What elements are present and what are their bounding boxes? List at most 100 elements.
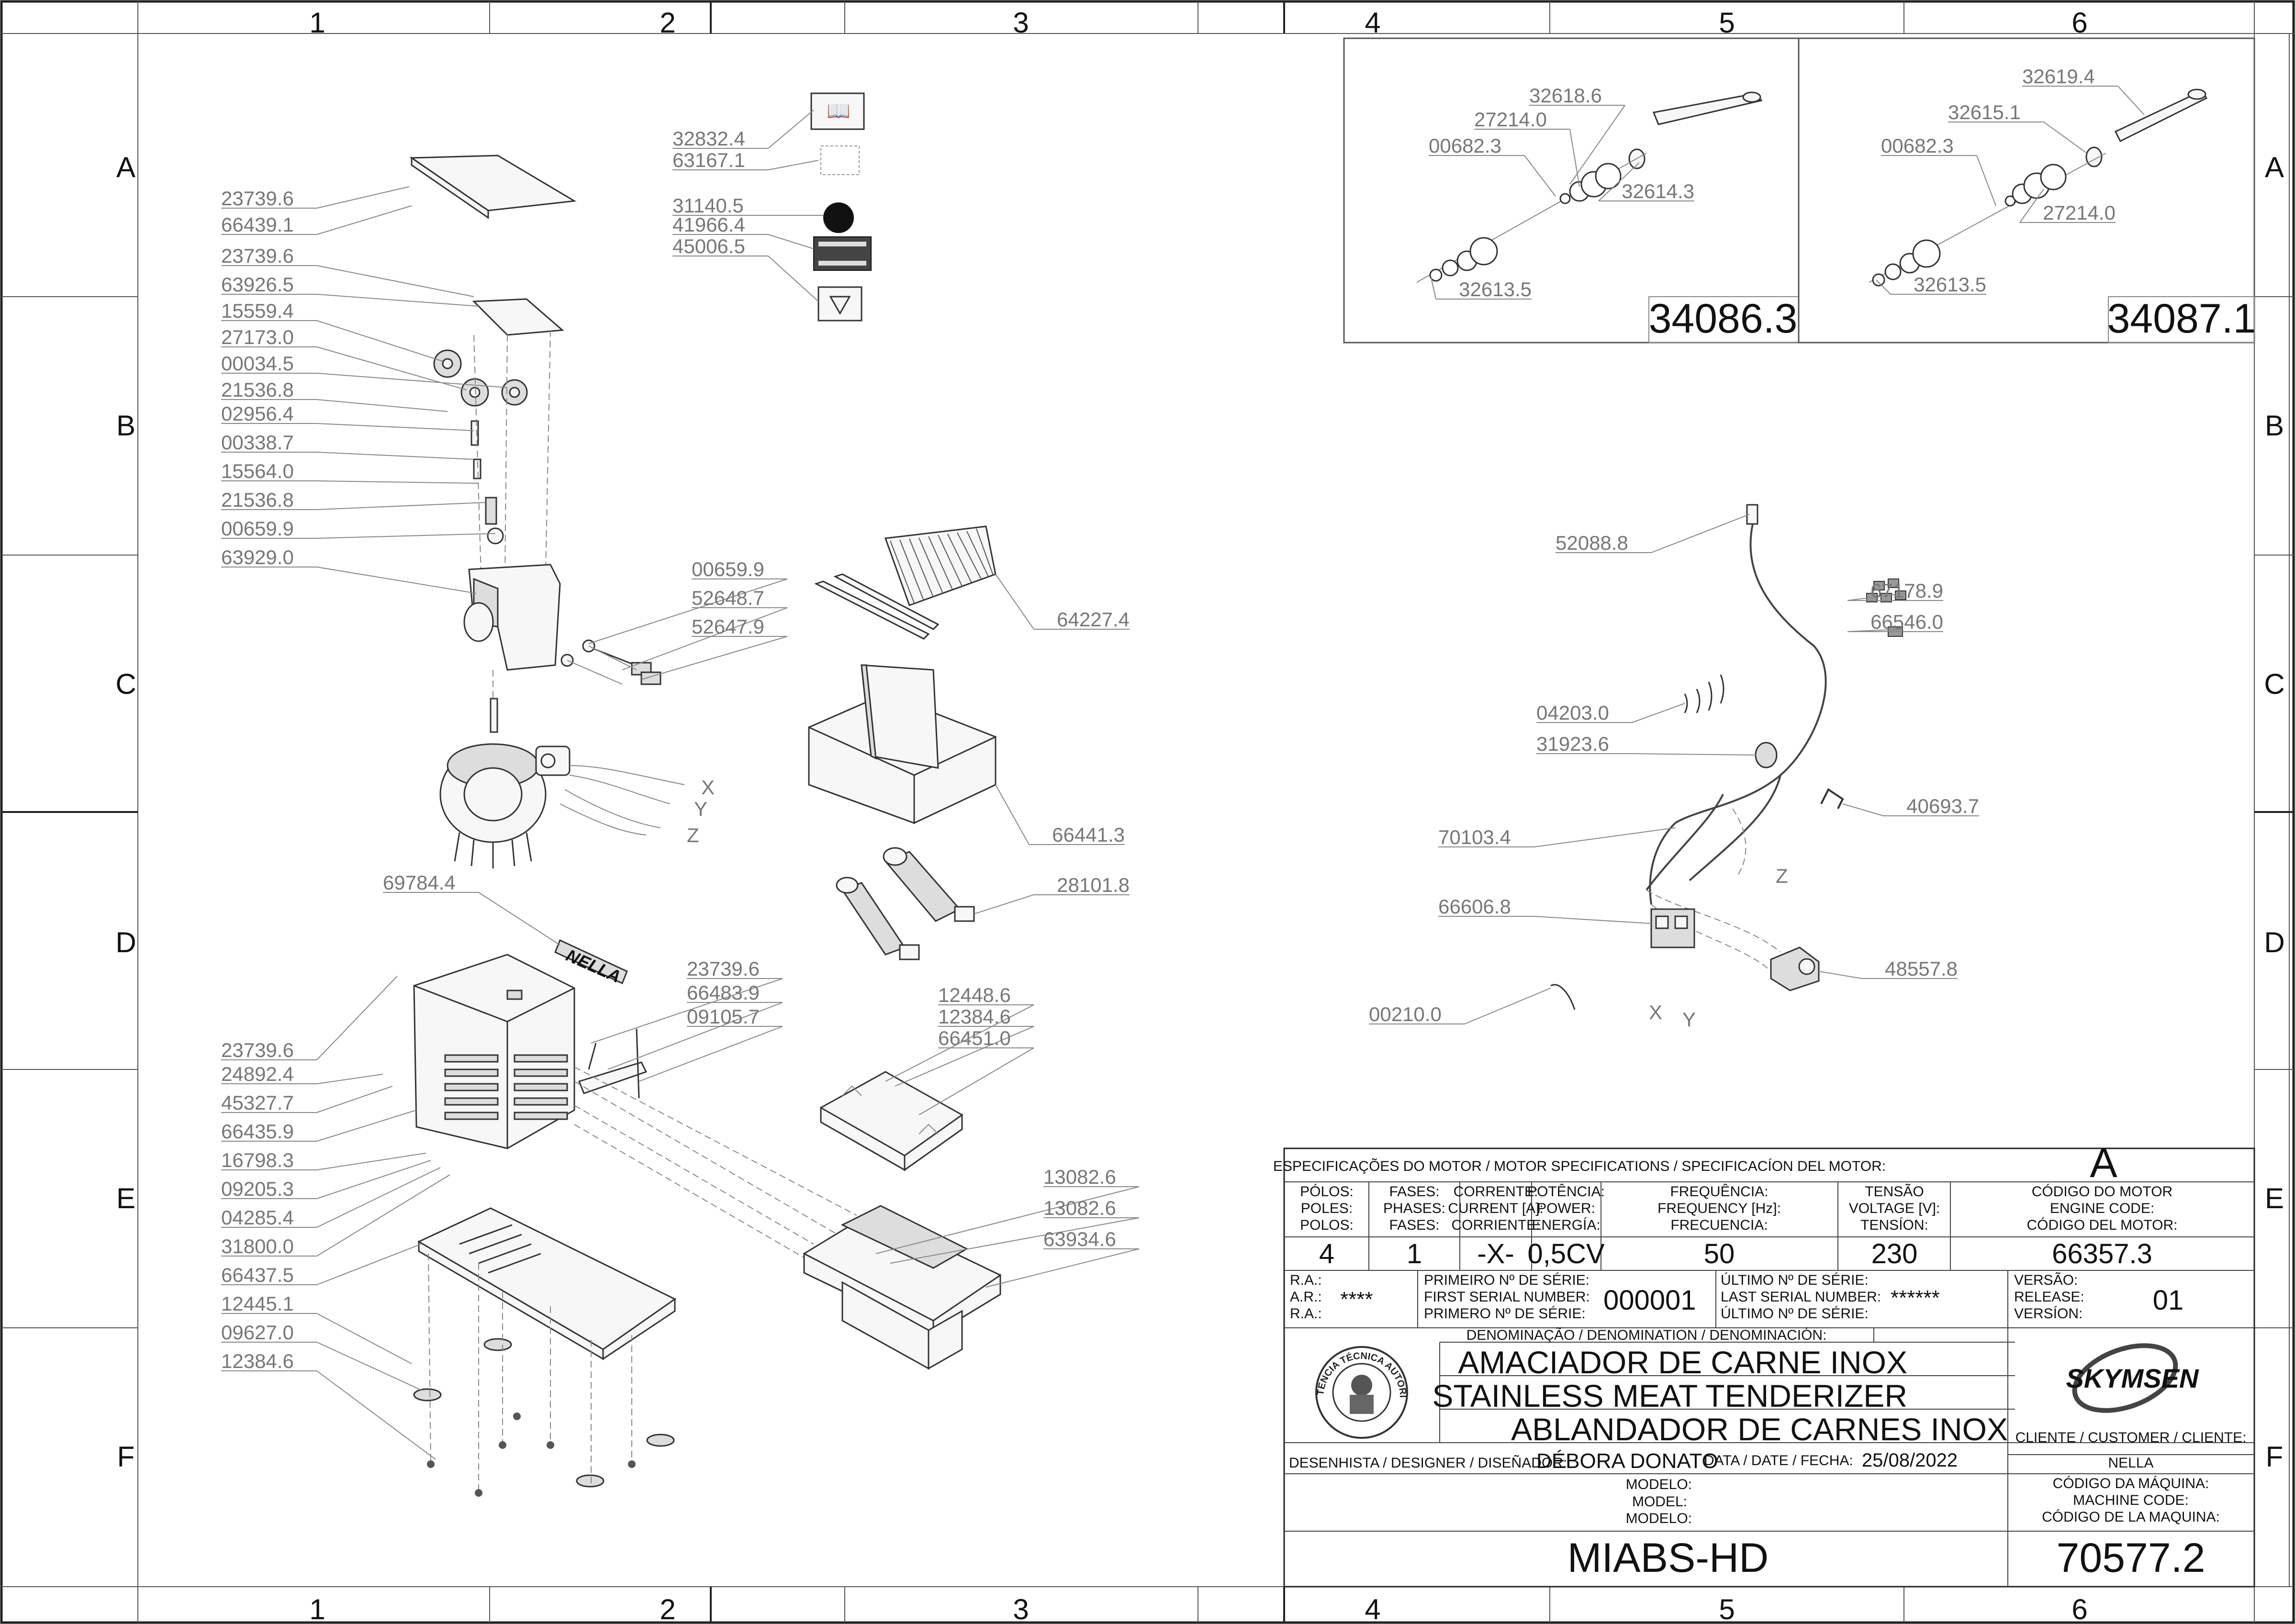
motor-column-header: CORRIENTE:	[1451, 1217, 1540, 1233]
svg-text:FIRST SERIAL NUMBER:: FIRST SERIAL NUMBER:	[1424, 1289, 1590, 1305]
part-label: 32619.4	[2022, 65, 2095, 88]
motor-letter: A	[2090, 1140, 2117, 1186]
part-label: 27214.0	[2043, 201, 2116, 224]
electrical-end-y: Y	[1682, 1008, 1696, 1031]
wire-end-x: X	[701, 776, 715, 799]
roller-components-drawing	[808, 525, 996, 960]
grid-row-label: D	[2264, 926, 2284, 958]
svg-text:PRIMERO Nº DE SÉRIE:: PRIMERO Nº DE SÉRIE:	[1424, 1306, 1586, 1322]
part-label: 66546.0	[1870, 611, 1943, 633]
part-label: 28101.8	[1057, 874, 1130, 896]
first-serial-value: 000001	[1603, 1285, 1696, 1316]
feet	[413, 1338, 675, 1488]
grid-column-label: 1	[309, 1593, 325, 1624]
motor-column-value: 0,5CV	[1527, 1238, 1605, 1269]
svg-text:CÓDIGO DA MÁQUINA:: CÓDIGO DA MÁQUINA:	[2053, 1476, 2209, 1491]
svg-text:MACHINE CODE:: MACHINE CODE:	[2073, 1492, 2189, 1508]
client-value: NELLA	[2108, 1455, 2153, 1471]
electrical-end-z: Z	[1776, 865, 1788, 887]
kit-1-code: 34086.3	[1649, 296, 1798, 342]
motor-column-value: 66357.3	[2052, 1238, 2152, 1269]
motor-spec-header: ESPECIFICAÇÕES DO MOTOR / MOTOR SPECIFIC…	[1273, 1158, 1886, 1174]
motor-column-header: FASES:	[1389, 1184, 1439, 1200]
svg-text:VERSÍON:: VERSÍON:	[2014, 1306, 2082, 1322]
part-label: 31800.0	[221, 1235, 294, 1257]
part-label: 32615.1	[1948, 101, 2021, 123]
grid-column-label: 1	[309, 7, 325, 39]
part-label: 32613.5	[1914, 273, 1986, 296]
housing-drawing	[413, 939, 857, 1497]
date-value: 25/08/2022	[1862, 1450, 1958, 1471]
part-label: 16798.3	[221, 1149, 294, 1171]
svg-text:VERSÃO:: VERSÃO:	[2014, 1272, 2078, 1288]
part-label: 32614.3	[1622, 180, 1694, 202]
grid-column-label: 5	[1719, 1593, 1735, 1624]
svg-text:📖: 📖	[827, 100, 851, 122]
motor-column-header: PHASES:	[1383, 1201, 1445, 1216]
grid-column-label: 2	[660, 7, 675, 39]
stickers-drawing: 📖	[810, 92, 872, 322]
part-label: 24892.4	[221, 1063, 294, 1085]
machine-code-value: 70577.2	[2057, 1535, 2205, 1581]
ra-cell: R.A.: A.R.: R.A.: ****	[1290, 1272, 1373, 1322]
electrical-drawing	[1550, 504, 1906, 1010]
skymsen-logo: SKYMSEN	[2066, 1343, 2199, 1413]
part-label: 64227.4	[1057, 608, 1130, 631]
last-serial-value: ******	[1891, 1286, 1940, 1310]
part-label: 23739.6	[221, 1039, 294, 1061]
name-es: ABLANDADOR DE CARNES INOX	[1511, 1412, 2008, 1447]
motor-column-header: FREQUÊNCIA:	[1670, 1184, 1768, 1200]
part-label: 32618.6	[1529, 84, 1602, 107]
svg-text:MODELO:: MODELO:	[1626, 1477, 1692, 1492]
part-label: 23739.6	[221, 245, 294, 267]
motor-column-header: VOLTAGE [V]:	[1849, 1201, 1940, 1216]
part-label: 69784.4	[383, 871, 456, 894]
part-label: 52647.9	[692, 615, 764, 638]
svg-text:MODELO:: MODELO:	[1626, 1511, 1692, 1526]
grid-row-label: D	[115, 926, 136, 958]
part-label: 70103.4	[1438, 826, 1511, 848]
grid-column-label: 5	[1719, 7, 1735, 39]
rollers	[836, 847, 975, 960]
grid-column-label: 3	[1013, 1593, 1029, 1624]
brand-nameplate: NELLA	[563, 945, 624, 986]
svg-text:R.A.:: R.A.:	[1290, 1306, 1322, 1322]
electrical-end-x: X	[1649, 1001, 1662, 1023]
part-label: 63929.0	[221, 546, 294, 568]
wire-end-y: Y	[694, 798, 707, 820]
part-label: 52088.8	[1556, 532, 1628, 554]
part-label: 63926.5	[221, 273, 294, 296]
motor-column-header: TENSÍON:	[1860, 1217, 1928, 1233]
name-en: STAINLESS MEAT TENDERIZER	[1432, 1378, 1907, 1413]
first-serial-cell: PRIMEIRO Nº DE SÉRIE: FIRST SERIAL NUMBE…	[1424, 1272, 1696, 1322]
kit-box-2: 34087.1	[1798, 37, 2256, 344]
motor-column-header: POWER:	[1537, 1201, 1595, 1216]
motor-column-header: ENGINE CODE:	[2050, 1201, 2154, 1216]
part-label: 27173.0	[221, 326, 294, 348]
leader-lines	[221, 86, 2145, 1460]
wire-end-z: Z	[687, 824, 699, 846]
part-label: 32613.5	[1459, 278, 1532, 300]
grid-column-label: 4	[1365, 7, 1380, 39]
kit-box-1: 34086.3	[1343, 37, 1800, 344]
part-label: 00034.5	[221, 352, 294, 375]
part-label: 52648.7	[692, 587, 764, 609]
part-label: 31923.6	[1536, 733, 1609, 755]
part-label: 41966.4	[672, 213, 745, 236]
ra-value: ****	[1340, 1288, 1373, 1311]
grid-column-label: 6	[2071, 1593, 2087, 1624]
motor-column-value: -X-	[1477, 1238, 1514, 1269]
part-label: 66439.1	[221, 213, 294, 236]
part-label: 66483.9	[687, 981, 760, 1004]
part-label: 00682.3	[1429, 134, 1501, 157]
motor-column-value: 50	[1704, 1238, 1735, 1269]
part-label: 09105.7	[687, 1005, 760, 1028]
motor-column-value: 230	[1871, 1238, 1918, 1269]
svg-text:A.R.:: A.R.:	[1290, 1289, 1322, 1305]
part-label: 02956.4	[221, 402, 294, 425]
motor-column-value: 1	[1407, 1238, 1422, 1269]
part-label: 66441.3	[1052, 823, 1125, 846]
